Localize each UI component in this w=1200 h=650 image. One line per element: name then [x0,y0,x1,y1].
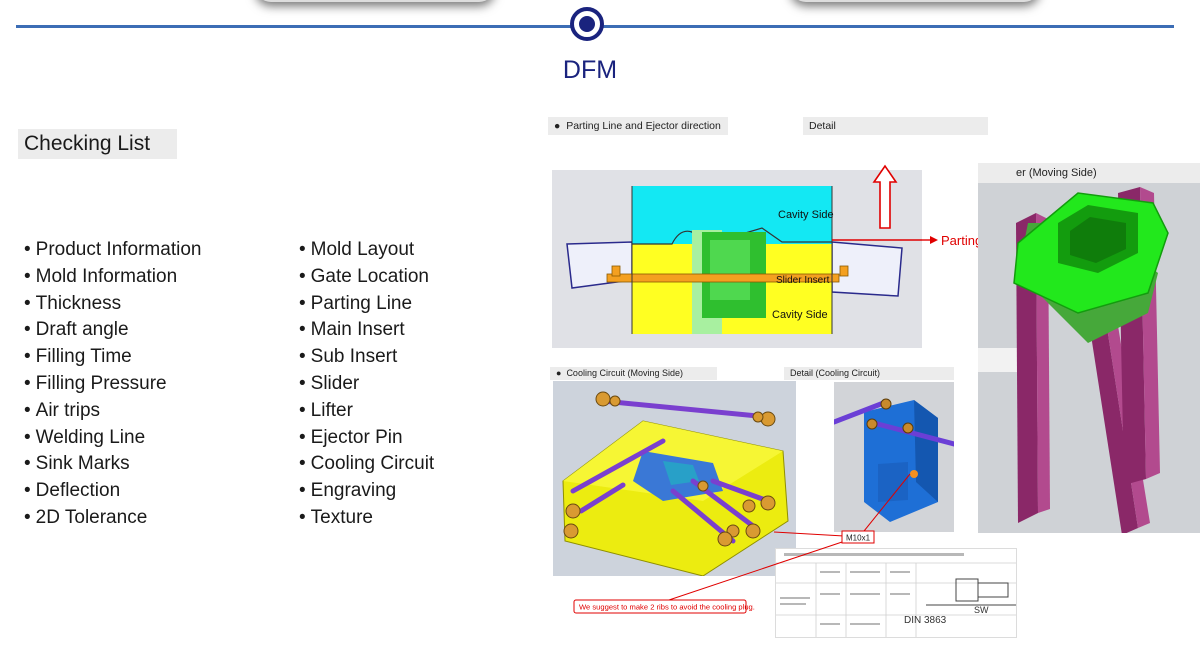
checklist-item: Cooling Circuit [299,451,435,478]
sw-label: SW [974,605,989,615]
suggestion-text: We suggest to make 2 ribs to avoid the c… [579,603,755,612]
page-title: DFM [562,56,618,84]
checklist-item: Engraving [299,478,434,505]
arrow-head-icon [930,236,938,244]
header-circle-icon [570,7,604,41]
checklist-item: Air trips [24,398,201,425]
checklist-item: Mold Layout [299,237,434,264]
cooling-detail-label: Detail (Cooling Circuit) [790,368,881,378]
checking-list-heading: Checking List [18,129,177,159]
m10-label: M10x1 [846,534,871,543]
checklist-item: Draft angle [24,317,201,344]
checklist-item: Texture [299,505,434,532]
parting-line-label: Parting Line and Ejector direction [566,120,721,132]
checklist-item: Ejector Pin [299,425,434,452]
top-shadow-right [790,0,1040,2]
checklist-item: Welding Line [24,425,201,452]
checklist-item: Slider [299,371,434,398]
din-label: DIN 3863 [904,615,947,626]
checklist-item: Thickness [24,291,201,318]
checklist-item: Sink Marks [24,451,201,478]
checking-list-column-1: Product InformationMold InformationThick… [24,237,202,532]
checking-list-column-2: Mold LayoutGate LocationParting LineMain… [299,237,435,532]
checklist-item: 2D Tolerance [24,505,201,532]
cavity-side-top-label: Cavity Side [778,209,834,221]
slider-insert-label: Slider Insert [776,275,830,286]
top-shadow-left [255,0,495,2]
checklist-item: Filling Pressure [24,371,201,398]
ejector-direction-arrow-icon [872,164,898,229]
bullet-icon: ● [554,120,567,132]
din-table-image: DIN 3863 SW [775,548,1017,638]
cooling-circuit-image [553,381,796,576]
moving-side-label: er (Moving Side) [978,163,1200,183]
moving-side-panel: er (Moving Side) [978,163,1200,545]
checklist-item: Mold Information [24,264,201,291]
checklist-item: Main Insert [299,317,434,344]
checklist-item: Sub Insert [299,344,434,371]
bullet-icon: ● [556,368,567,378]
checklist-item: Parting Line [299,291,434,318]
checklist-item: Deflection [24,478,201,505]
cooling-callouts: M10x1 We suggest to make 2 ribs to avoid… [573,473,911,614]
cooling-detail-image [834,382,954,532]
detail-label-bar: Detail [803,117,988,135]
checklist-item: Product Information [24,237,202,264]
cooling-label: Cooling Circuit (Moving Side) [566,368,683,378]
parting-line-label-bar: ● Parting Line and Ejector direction [548,117,728,135]
cavity-side-bottom-label: Cavity Side [772,309,828,321]
cooling-label-bar: ● Cooling Circuit (Moving Side) [550,367,717,380]
checklist-item: Lifter [299,398,434,425]
cooling-detail-label-bar: Detail (Cooling Circuit) [784,367,954,380]
detail-label: Detail [809,120,836,132]
parting-line-diagram: Cavity Side Slider Insert Cavity Side [552,170,922,348]
checklist-item: Filling Time [24,344,201,371]
checklist-item: Gate Location [299,264,434,291]
